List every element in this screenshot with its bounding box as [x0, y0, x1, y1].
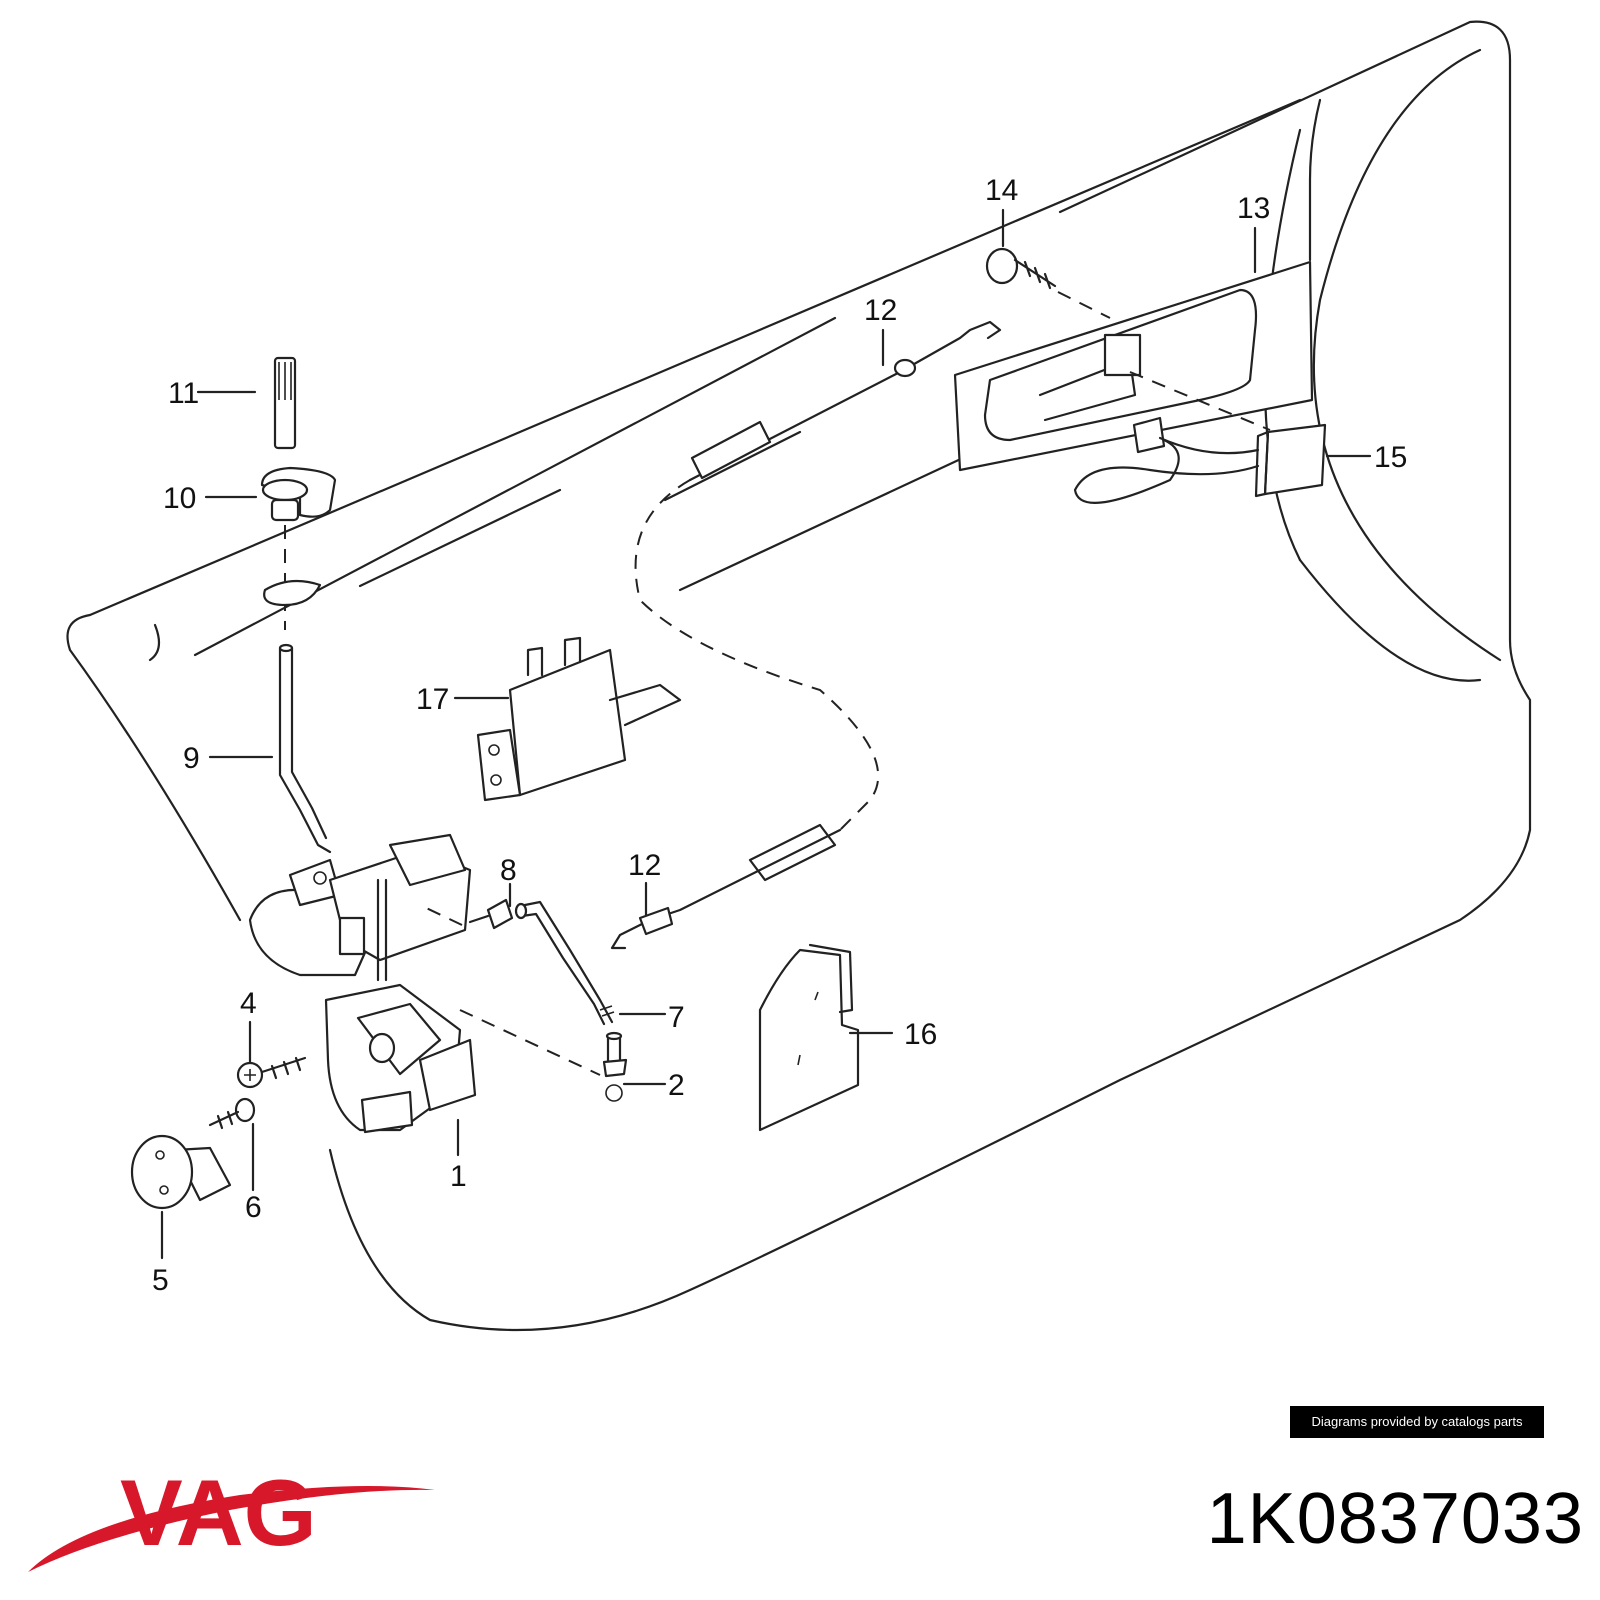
callout-14: 14	[985, 174, 1018, 207]
callout-11: 11	[168, 377, 199, 410]
callout-1: 1	[450, 1160, 467, 1193]
callout-5: 5	[152, 1264, 169, 1297]
callout-6: 6	[245, 1191, 262, 1224]
bolt-2	[602, 1031, 628, 1102]
logo-wordmark: VAG	[120, 1460, 317, 1565]
part-number: 1K0837033	[1206, 1479, 1584, 1559]
diagram-credit-badge: Diagrams provided by catalogs parts	[1290, 1406, 1544, 1438]
callout-12-top: 12	[864, 294, 897, 327]
lock-knob-rod-11	[273, 356, 297, 450]
bolt-6	[208, 1097, 256, 1130]
callout-16: 16	[904, 1018, 937, 1051]
callout-10: 10	[163, 482, 196, 515]
rod-7	[514, 900, 615, 1026]
striker-5	[130, 1134, 232, 1210]
door-handle-trim	[953, 260, 1314, 472]
callout-2: 2	[668, 1069, 685, 1102]
callout-8: 8	[500, 854, 517, 887]
callout-7: 7	[668, 1001, 685, 1034]
grommet-10	[260, 466, 337, 630]
callout-17: 17	[416, 683, 449, 716]
callout-9: 9	[183, 742, 200, 775]
callout-4: 4	[240, 987, 257, 1020]
cover-16	[758, 943, 860, 1132]
screw-14	[985, 247, 1111, 319]
rod-9	[278, 643, 332, 854]
callout-labels: 1 2 4 5 6 7 8 9 10 11 12 12 13 14 15 16 …	[152, 174, 1407, 1297]
callout-13: 13	[1237, 192, 1270, 225]
door-panel-outline	[66, 20, 1532, 1332]
screw-4	[236, 1056, 307, 1089]
cable-12	[610, 320, 1002, 950]
switch-15	[1073, 371, 1327, 504]
vag-logo: VAG	[28, 1460, 435, 1572]
door-lock-1	[248, 833, 601, 1134]
leader-lines	[160, 208, 1372, 1260]
clip-8	[419, 898, 514, 930]
bracket-17	[476, 636, 682, 802]
callout-12-bottom: 12	[628, 849, 661, 882]
callout-15: 15	[1374, 441, 1407, 474]
